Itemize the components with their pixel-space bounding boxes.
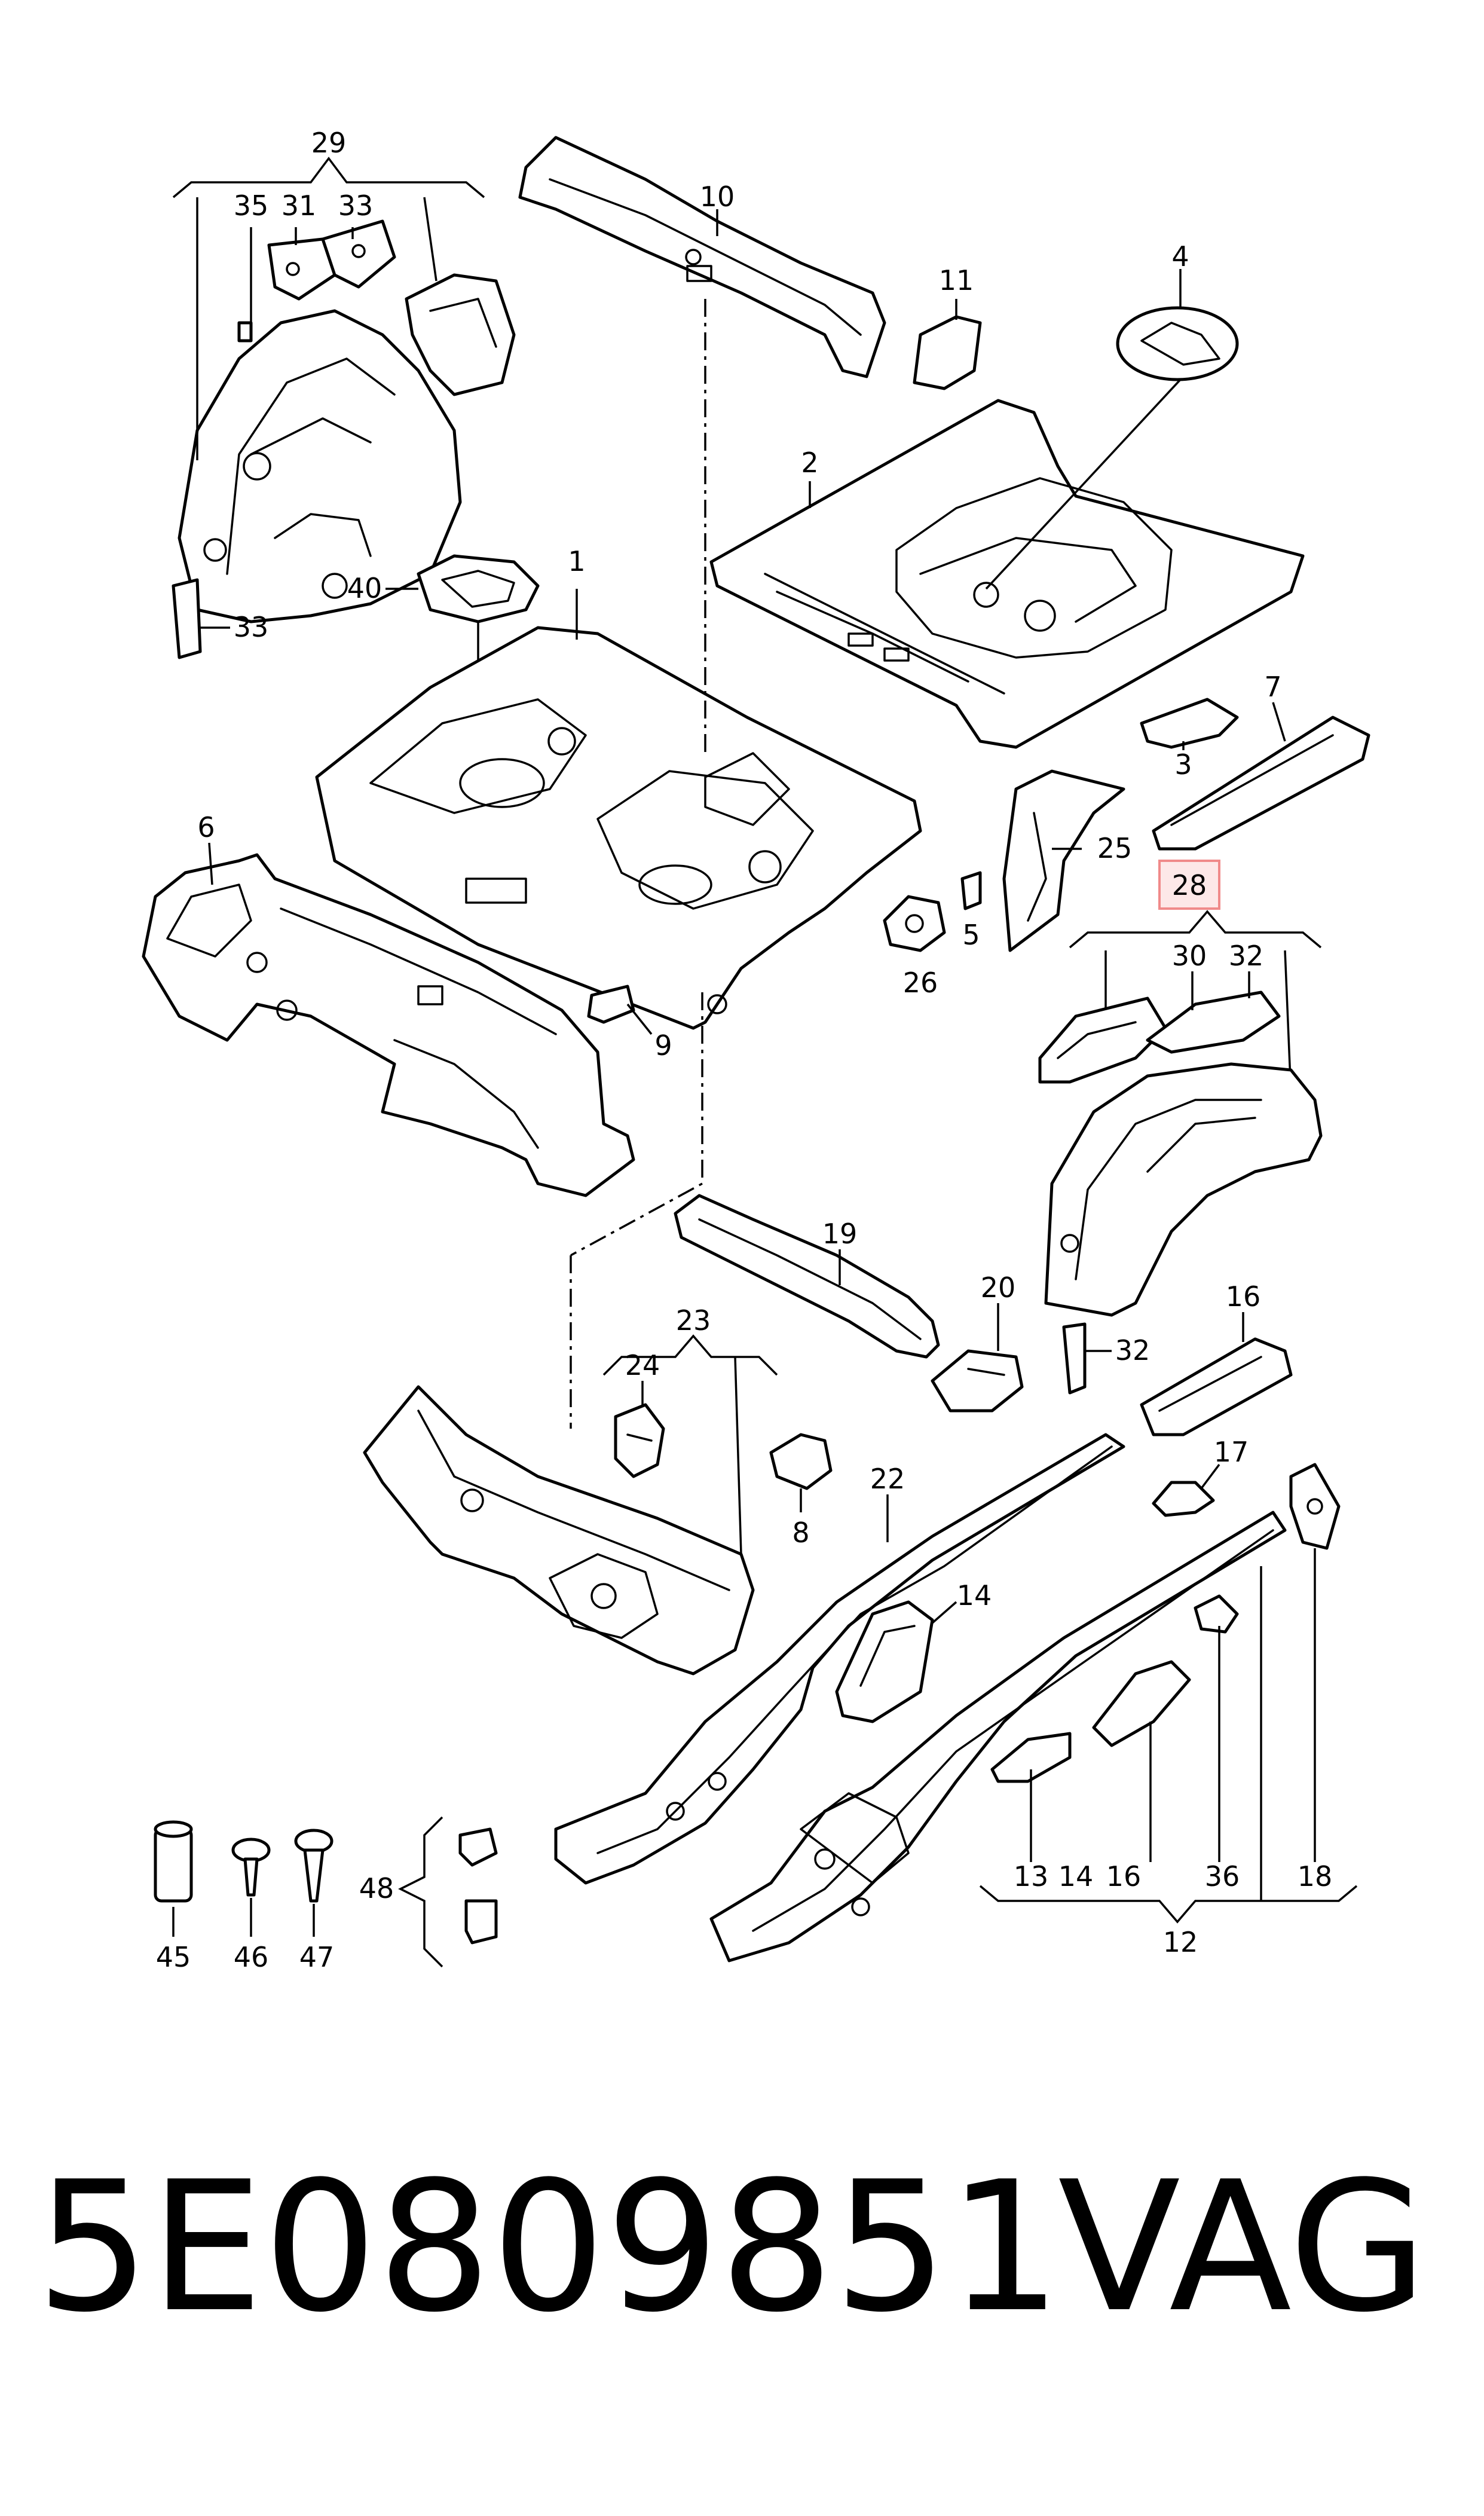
bracket-23 <box>602 1334 778 1376</box>
callout-8: 8 <box>792 1517 809 1549</box>
part-24-latch <box>614 1403 665 1478</box>
callout-13: 13 <box>1014 1860 1049 1893</box>
part-4-spare-wheel-well <box>1116 306 1239 381</box>
callout-26: 26 <box>903 967 938 999</box>
part-3-bracket <box>1140 698 1239 749</box>
part-33-bracket-bottom <box>172 578 202 659</box>
callout-7: 7 <box>1264 671 1281 703</box>
callout-19: 19 <box>822 1218 858 1250</box>
part-6-front-floor <box>142 853 635 1197</box>
bracket-29 <box>172 157 485 198</box>
part-10-cross-member <box>518 136 886 378</box>
part-14-bracket <box>835 1600 934 1723</box>
part-19-cross-member <box>674 1194 940 1359</box>
part-31-bracket <box>267 237 336 301</box>
callout-14-bottom: 14 <box>1058 1860 1094 1893</box>
part-29-wheelhouse-inner <box>178 309 462 623</box>
callout-33-top: 33 <box>338 189 374 222</box>
callout-28-highlight <box>1158 860 1220 910</box>
callout-1: 1 <box>568 545 585 577</box>
part-18-plate <box>1289 1463 1341 1550</box>
part-20-bracket <box>931 1349 1024 1413</box>
callout-3: 3 <box>1174 748 1192 781</box>
callout-48: 48 <box>359 1872 394 1904</box>
part-22-side-member <box>554 1433 1125 1885</box>
callout-5: 5 <box>962 919 980 951</box>
part-8-bracket <box>769 1433 833 1490</box>
callout-14-top: 14 <box>957 1579 992 1612</box>
callout-17: 17 <box>1214 1436 1249 1468</box>
callout-18: 18 <box>1298 1860 1333 1893</box>
part-13-bracket <box>990 1732 1072 1783</box>
part-23-front-cross-panel <box>363 1385 755 1676</box>
callout-47: 47 <box>299 1941 335 1973</box>
brand-label: VAG <box>1058 2143 1428 2352</box>
callout-35: 35 <box>234 189 269 222</box>
callout-24: 24 <box>625 1349 660 1381</box>
callout-25: 25 <box>1097 832 1133 864</box>
part-47-screw <box>294 1829 333 1903</box>
part-46-screw <box>231 1838 271 1897</box>
part-11-bracket <box>913 315 982 390</box>
part-number: 5E0809851 <box>36 2143 1062 2352</box>
part-9-bracket <box>587 985 635 1024</box>
callout-40: 40 <box>347 572 383 604</box>
callout-16-bottom: 16 <box>1106 1860 1142 1893</box>
part-32-bracket-lower <box>1062 1322 1087 1395</box>
part-35-bracket <box>237 321 253 343</box>
callout-23: 23 <box>676 1304 711 1337</box>
callout-45: 45 <box>156 1941 191 1973</box>
callout-29: 29 <box>311 127 347 159</box>
part-16-rail-segment-lower <box>1092 1660 1191 1747</box>
part-32-reinforcement <box>1146 990 1281 1054</box>
callout-30: 30 <box>1172 940 1207 972</box>
part-2-rear-floor <box>709 399 1305 749</box>
part-17-mount <box>1152 1481 1215 1517</box>
part-40-cover <box>417 554 540 623</box>
callout-6: 6 <box>197 811 215 843</box>
part-36-clip <box>1194 1594 1239 1634</box>
callout-4: 4 <box>1171 240 1189 273</box>
part-12-side-member-assembly <box>709 1511 1287 1962</box>
callout-36: 36 <box>1205 1860 1240 1893</box>
callout-9: 9 <box>654 1029 672 1062</box>
part-29-rear-panel <box>405 273 516 396</box>
callout-33-bottom: 33 <box>234 611 269 643</box>
part-5-clip <box>960 871 982 910</box>
callout-10: 10 <box>700 181 735 213</box>
callout-31: 31 <box>281 189 317 222</box>
bracket-48 <box>398 1816 443 1968</box>
part-28-wheelhouse-outer <box>1044 1062 1323 1317</box>
part-7-cross-rail <box>1152 716 1370 851</box>
callout-2: 2 <box>801 447 818 479</box>
callout-32-bottom: 32 <box>1115 1334 1151 1366</box>
part-48-bolt <box>458 1827 498 1945</box>
part-45-sleeve <box>154 1820 193 1903</box>
callout-16-top: 16 <box>1226 1280 1261 1313</box>
callout-12: 12 <box>1163 1926 1198 1958</box>
callout-20: 20 <box>981 1271 1016 1304</box>
callout-labels: 29 35 31 33 33 10 11 4 2 40 1 3 7 6 25 2… <box>156 127 1333 1973</box>
callout-46: 46 <box>234 1941 269 1973</box>
part-1-floor-pan <box>315 626 922 1030</box>
part-25-pillar <box>1002 769 1125 952</box>
callout-22: 22 <box>870 1463 905 1495</box>
part-16-rail-segment <box>1140 1337 1293 1436</box>
callout-28: 28 <box>1172 869 1207 901</box>
callout-11: 11 <box>939 264 974 296</box>
part-33-bracket-top <box>321 219 396 289</box>
bracket-12 <box>979 1885 1358 1924</box>
callout-32-top: 32 <box>1229 940 1264 972</box>
part-26-mount <box>883 895 946 952</box>
bracket-28 <box>1069 910 1322 949</box>
